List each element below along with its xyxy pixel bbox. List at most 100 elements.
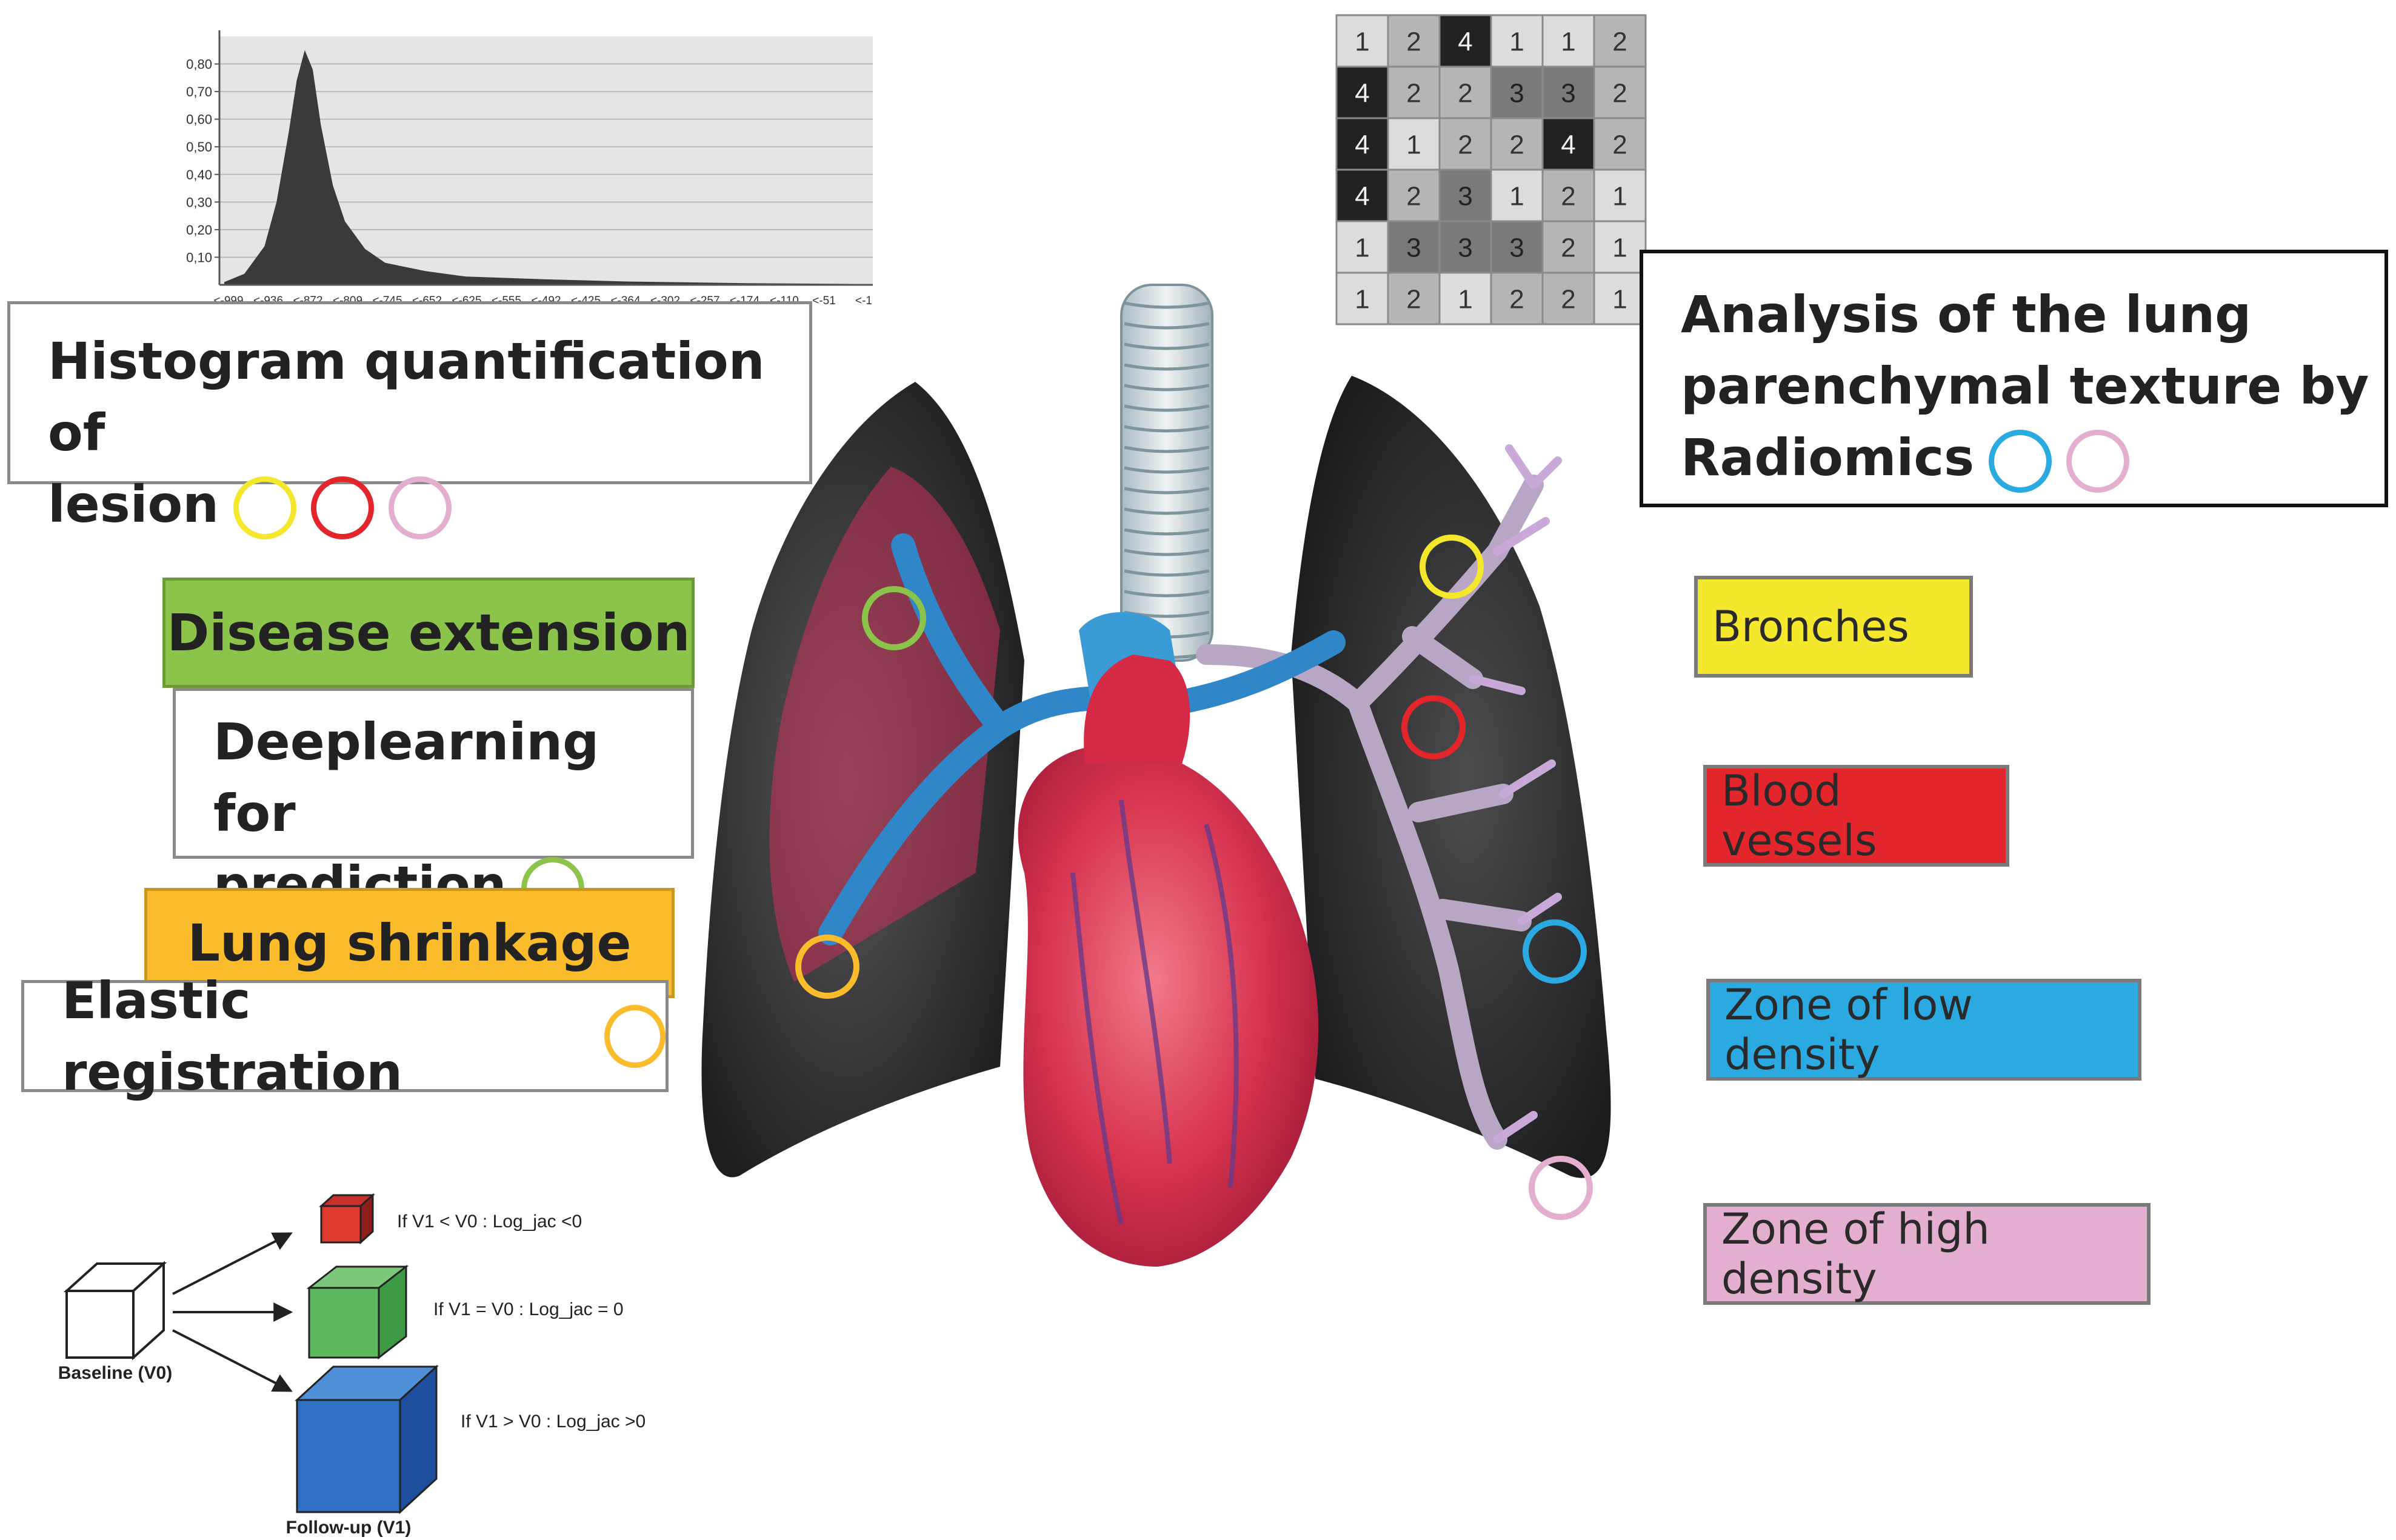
- registration-cube-diagram: Baseline (V0) If V1 < V0 : Log_jac <0 If…: [58, 1193, 646, 1538]
- trachea-ring: [1124, 363, 1210, 371]
- texture-cell-value: 1: [1509, 27, 1524, 57]
- histogram-x-tick-label: <-51: [812, 295, 836, 307]
- histogram-y-tick-label: 0,80: [186, 57, 212, 72]
- texture-cell-value: 2: [1406, 285, 1421, 315]
- texture-cell-value: 1: [1355, 233, 1369, 263]
- histogram-y-tick-label: 0,70: [186, 84, 212, 99]
- histogram-y-tick-label: 0,50: [186, 139, 212, 155]
- texture-cell-value: 2: [1612, 79, 1627, 108]
- trachea-ring: [1124, 528, 1210, 536]
- texture-cell-value: 2: [1509, 130, 1524, 160]
- legend-bronches: Bronches: [1694, 576, 1973, 678]
- histogram-y-tick-label: 0,10: [186, 250, 212, 265]
- texture-cell-value: 4: [1355, 182, 1369, 212]
- texture-cell-value: 3: [1458, 182, 1472, 212]
- trachea-ring: [1124, 445, 1210, 453]
- trachea-ring: [1124, 301, 1210, 309]
- green-marker-circle: [862, 586, 926, 650]
- yellow-circle-icon: [233, 476, 297, 540]
- texture-cell: [1438, 220, 1492, 274]
- texture-cell-value: 1: [1355, 27, 1369, 57]
- texture-cell: [1387, 272, 1441, 325]
- texture-cell: [1490, 14, 1544, 68]
- legend-high-density: Zone of high density: [1703, 1203, 2151, 1305]
- elastic-registration-box: Elastic registration: [21, 971, 669, 1102]
- texture-cell-value: 2: [1561, 182, 1575, 212]
- texture-cell-value: 4: [1458, 27, 1472, 57]
- texture-cell: [1335, 272, 1389, 325]
- trachea-ring: [1124, 342, 1210, 350]
- histogram-x-tick-label: <-1: [855, 295, 872, 307]
- histogram-y-tick-label: 0,30: [186, 195, 212, 210]
- deeplearning-line1: Deeplearning for: [213, 712, 599, 843]
- texture-cell-value: 1: [1509, 182, 1524, 212]
- texture-cell: [1541, 65, 1595, 119]
- trachea-ring: [1124, 590, 1210, 598]
- texture-cell: [1438, 272, 1492, 325]
- legend-bronches-label: Bronches: [1712, 602, 1909, 652]
- texture-cell-value: 2: [1458, 130, 1472, 160]
- legend-blood-vessels-label: Blood vessels: [1721, 766, 1877, 865]
- pulmonary-arteries: [818, 533, 1346, 945]
- red-marker-circle: [1401, 695, 1466, 759]
- radiomics-box: Analysis of the lung parenchymal texture…: [1640, 250, 2388, 507]
- blue-circle-icon: [1989, 430, 2052, 493]
- texture-cell-value: 2: [1406, 79, 1421, 108]
- pink-circle-icon: [389, 476, 452, 540]
- texture-cell: [1593, 168, 1647, 222]
- texture-cell: [1593, 220, 1647, 274]
- arrow-to-large: [172, 1329, 293, 1392]
- deeplearning-box: Deeplearning for prediction: [173, 688, 694, 921]
- texture-cell-value: 2: [1612, 130, 1627, 160]
- perfusion-zone: [769, 467, 1000, 982]
- radiomics-line2: parenchymal texture by: [1681, 356, 2369, 416]
- texture-cell-value: 1: [1561, 27, 1575, 57]
- radiomics-line3-row: Radiomics: [1681, 422, 2384, 493]
- histogram-area: [224, 50, 868, 285]
- radiomics-line3: Radiomics: [1681, 428, 1975, 487]
- radiomics-line1: Analysis of the lung: [1681, 285, 2252, 344]
- texture-cell-value: 1: [1458, 285, 1472, 315]
- texture-cell-value: 3: [1458, 233, 1472, 263]
- yellow-marker-circle: [1420, 535, 1484, 599]
- lung-shrinkage-header: Lung shrinkage: [144, 888, 675, 998]
- trachea-ring: [1124, 322, 1210, 330]
- texture-cell: [1593, 14, 1647, 68]
- texture-cell-value: 4: [1355, 130, 1369, 160]
- texture-cell: [1541, 220, 1595, 274]
- lung-shrinkage-title: Lung shrinkage: [187, 913, 632, 973]
- legend-low-density: Zone of low density: [1706, 979, 2141, 1081]
- shrunk-cube: [319, 1193, 375, 1245]
- rule-smaller: If V1 < V0 : Log_jac <0: [397, 1212, 582, 1232]
- texture-cell-value: 1: [1406, 130, 1421, 160]
- texture-cell: [1438, 14, 1492, 68]
- histogram-box-line2-row: lesion: [48, 468, 809, 540]
- unchanged-cube: [306, 1264, 409, 1360]
- texture-cell-value: 2: [1406, 182, 1421, 212]
- texture-cell-value: 1: [1612, 285, 1627, 315]
- texture-cell: [1490, 272, 1544, 325]
- histogram-box-line1: Histogram quantification of: [48, 332, 765, 462]
- trachea-ring: [1124, 569, 1210, 577]
- texture-cell-value: 2: [1458, 79, 1472, 108]
- texture-cell-value: 3: [1509, 79, 1524, 108]
- pink-circle-icon: [2066, 430, 2130, 493]
- texture-cell-value: 1: [1355, 285, 1369, 315]
- texture-cell-value: 2: [1561, 285, 1575, 315]
- texture-cell: [1387, 117, 1441, 171]
- texture-cell-value: 2: [1561, 233, 1575, 263]
- texture-cell-value: 3: [1406, 233, 1421, 263]
- trachea-ring: [1124, 487, 1210, 495]
- aorta: [1084, 655, 1190, 764]
- texture-cell-value: 3: [1561, 79, 1575, 108]
- texture-cell-value: 1: [1612, 182, 1627, 212]
- rule-equal: If V1 = V0 : Log_jac = 0: [433, 1299, 624, 1319]
- histogram-y-tick-label: 0,20: [186, 222, 212, 238]
- pink-marker-circle: [1529, 1156, 1593, 1220]
- trachea-ring: [1124, 507, 1210, 515]
- baseline-cube: [63, 1261, 167, 1361]
- baseline-label: Baseline (V0): [58, 1363, 172, 1383]
- texture-cell-value: 2: [1612, 27, 1627, 57]
- disease-extension-title: Disease extension: [167, 603, 690, 662]
- texture-cell-value: 3: [1509, 233, 1524, 263]
